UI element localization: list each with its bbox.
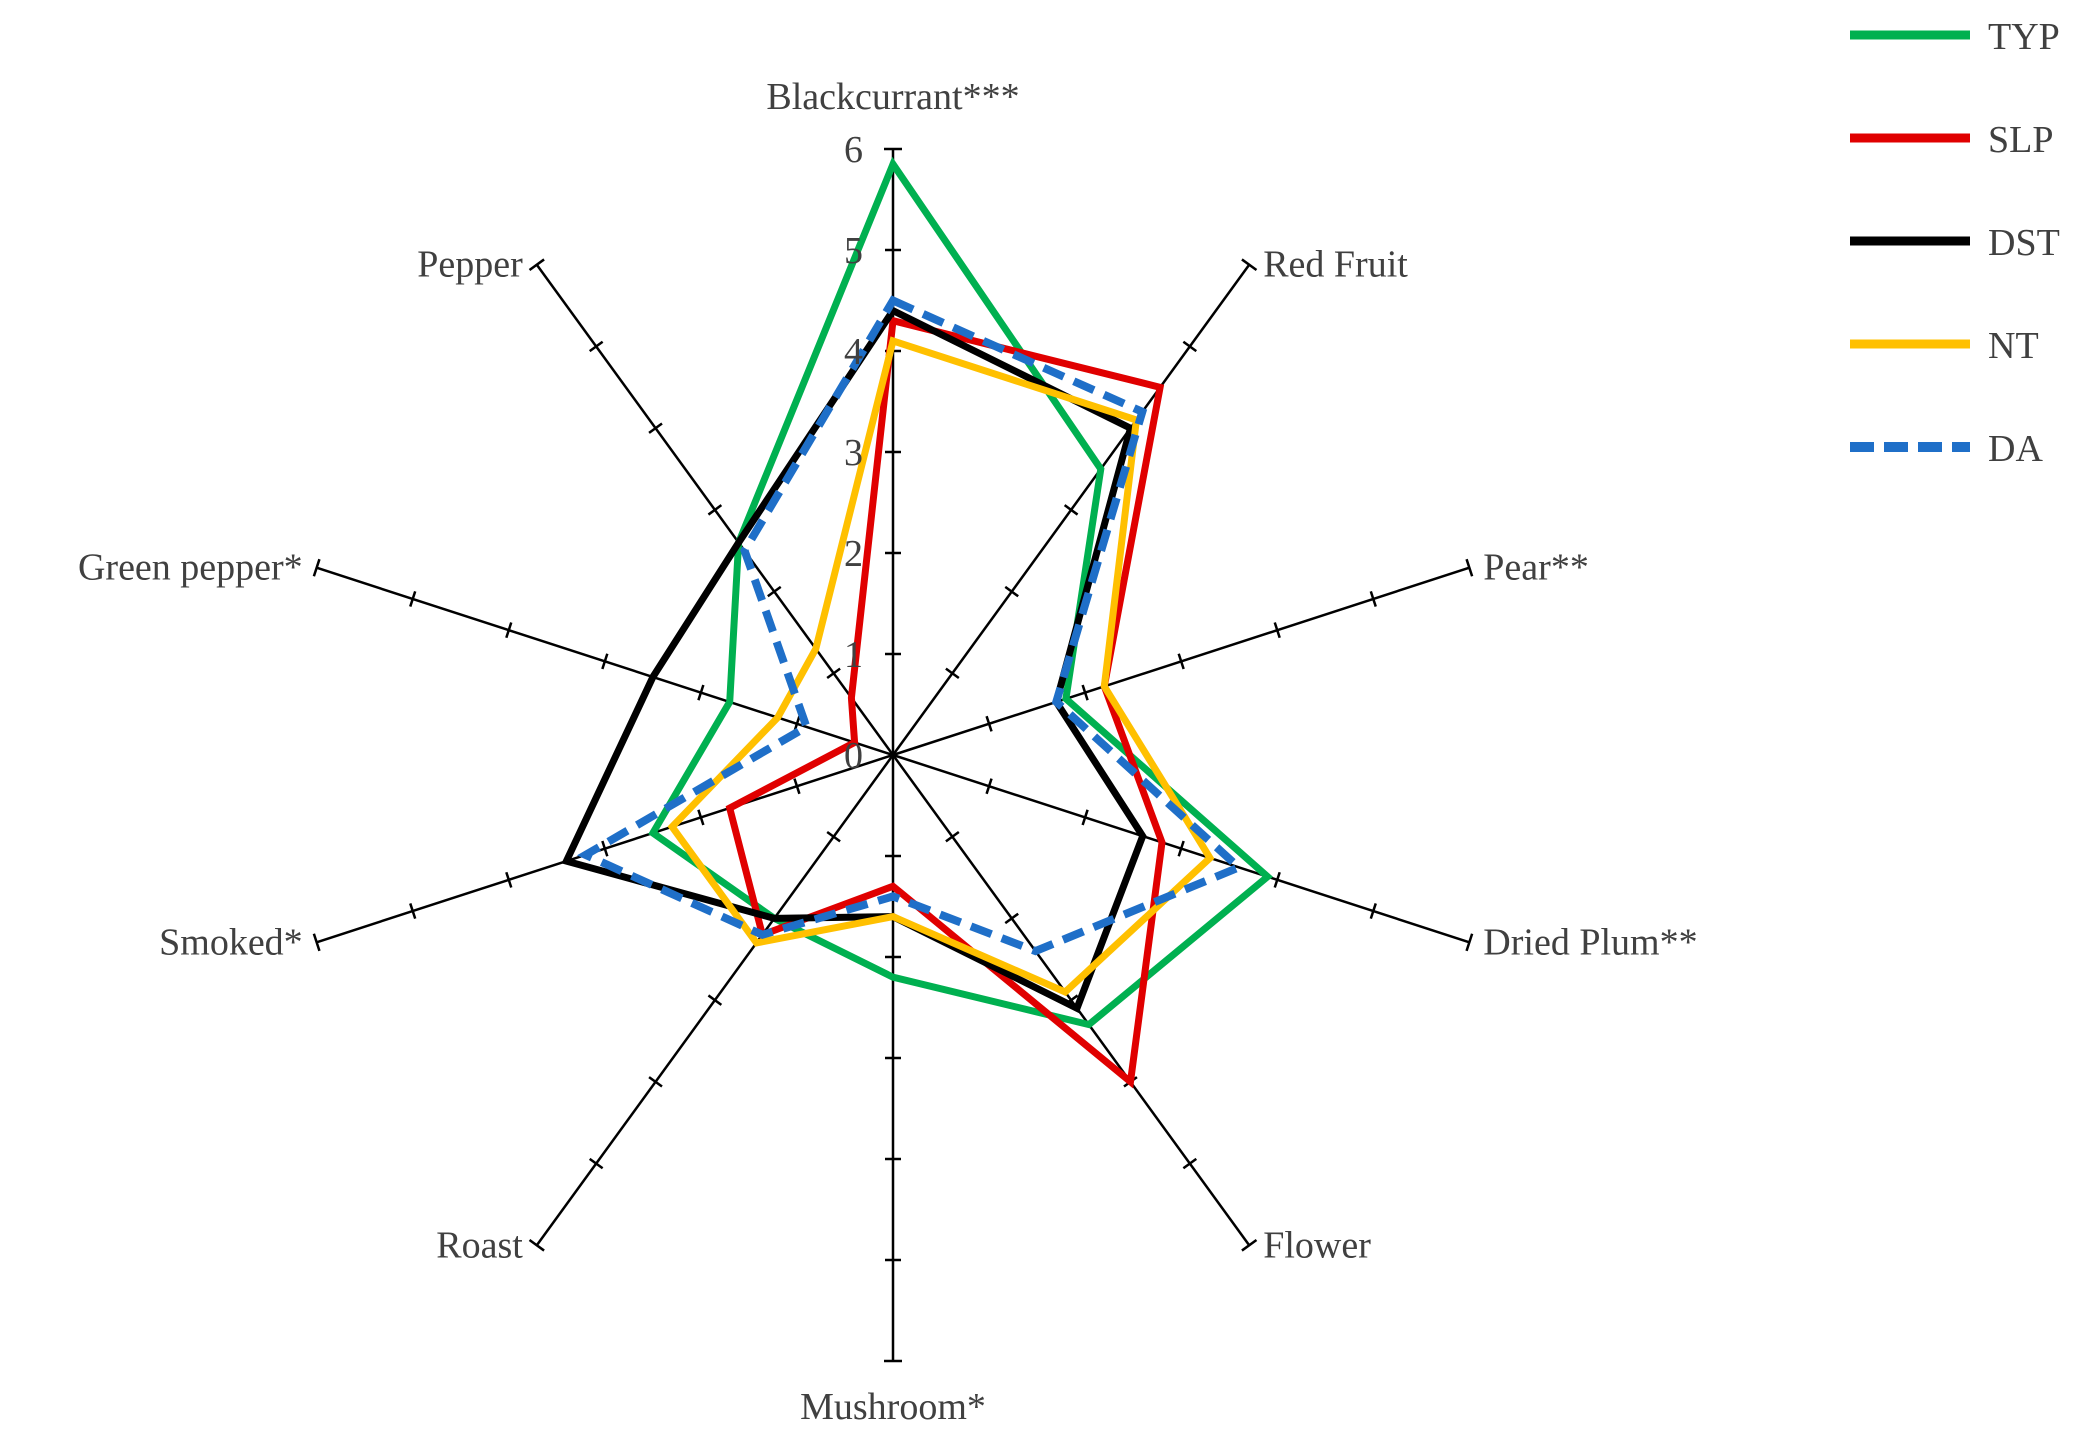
axis-label-mushroom: Mushroom* <box>800 1386 986 1428</box>
tick-pepper-2 <box>767 585 782 598</box>
tick-pepper-1 <box>826 667 841 680</box>
tick-smoked-2 <box>697 809 705 826</box>
tick-roast-6 <box>528 1238 545 1252</box>
tick-red-fruit-2 <box>1004 585 1019 598</box>
tick-pear-2 <box>1081 684 1089 701</box>
axis-label-red-fruit: Red Fruit <box>1263 244 1408 286</box>
series-nt <box>667 336 1215 997</box>
series-da <box>576 295 1247 956</box>
tick-roast-3 <box>707 994 723 1006</box>
tick-label-4: 4 <box>844 331 863 373</box>
axis-label-green-pepper: Green pepper* <box>78 547 303 589</box>
tick-roast-1 <box>826 830 841 843</box>
tick-flower-6 <box>1241 1238 1258 1252</box>
tick-smoked-4 <box>505 871 513 888</box>
tick-roast-4 <box>648 1076 663 1088</box>
tick-green-pepper-5 <box>409 590 417 607</box>
series-slp <box>725 316 1166 1089</box>
tick-pepper-5 <box>588 340 604 353</box>
axis-label-dried-plum: Dried Plum** <box>1483 921 1697 963</box>
tick-label-6: 6 <box>844 129 863 171</box>
axis-label-roast: Roast <box>436 1224 523 1266</box>
axis-label-pear: Pear** <box>1483 547 1589 589</box>
chart-legend: TYP SLP DST NT DA <box>1850 16 2060 470</box>
tick-pear-4 <box>1273 622 1281 639</box>
legend-label-nt: NT <box>1988 325 2039 367</box>
tick-dried-plum-1 <box>985 778 993 795</box>
tick-smoked-5 <box>409 903 417 920</box>
tick-label-5: 5 <box>844 230 863 272</box>
legend-label-da: DA <box>1988 428 2043 470</box>
radar-tick-labels: 0 1 2 3 4 5 6 <box>844 129 863 777</box>
tick-roast-5 <box>588 1157 604 1170</box>
radar-series <box>561 156 1273 1089</box>
tick-pepper-4 <box>648 422 663 434</box>
tick-red-fruit-5 <box>1182 340 1198 353</box>
tick-pepper-6 <box>528 258 545 272</box>
tick-red-fruit-3 <box>1063 504 1079 516</box>
legend-label-typ: TYP <box>1988 16 2060 58</box>
axis-label-flower: Flower <box>1263 1224 1371 1266</box>
axis-label-smoked: Smoked* <box>159 921 303 963</box>
tick-label-2: 2 <box>844 533 863 575</box>
tick-red-fruit-6 <box>1241 258 1258 272</box>
tick-label-1: 1 <box>844 634 863 676</box>
legend-label-slp: SLP <box>1988 119 2053 161</box>
tick-dried-plum-2 <box>1081 809 1089 826</box>
tick-smoked-1 <box>793 778 801 795</box>
tick-dried-plum-4 <box>1273 871 1281 888</box>
tick-red-fruit-1 <box>945 667 960 680</box>
axis-label-blackcurrant: Blackcurrant*** <box>766 76 1019 118</box>
tick-dried-plum-3 <box>1177 840 1185 857</box>
tick-green-pepper-3 <box>601 653 609 670</box>
tick-pepper-3 <box>707 504 723 516</box>
tick-pear-3 <box>1177 653 1185 670</box>
tick-dried-plum-6 <box>1465 933 1474 952</box>
tick-pear-1 <box>985 715 993 732</box>
radar-ticks <box>312 147 1474 1363</box>
tick-flower-1 <box>945 830 960 843</box>
axis-label-pepper: Pepper <box>417 244 523 286</box>
tick-dried-plum-5 <box>1369 903 1377 920</box>
tick-label-3: 3 <box>844 432 863 474</box>
tick-smoked-6 <box>312 933 321 952</box>
tick-flower-2 <box>1004 912 1019 925</box>
legend-label-dst: DST <box>1988 222 2060 264</box>
tick-flower-5 <box>1182 1157 1198 1170</box>
tick-label-0: 0 <box>844 735 863 777</box>
tick-green-pepper-2 <box>697 684 705 701</box>
tick-green-pepper-6 <box>312 558 321 577</box>
tick-pear-6 <box>1465 558 1474 577</box>
tick-green-pepper-4 <box>505 622 513 639</box>
tick-smoked-3 <box>601 840 609 857</box>
tick-pear-5 <box>1369 590 1377 607</box>
